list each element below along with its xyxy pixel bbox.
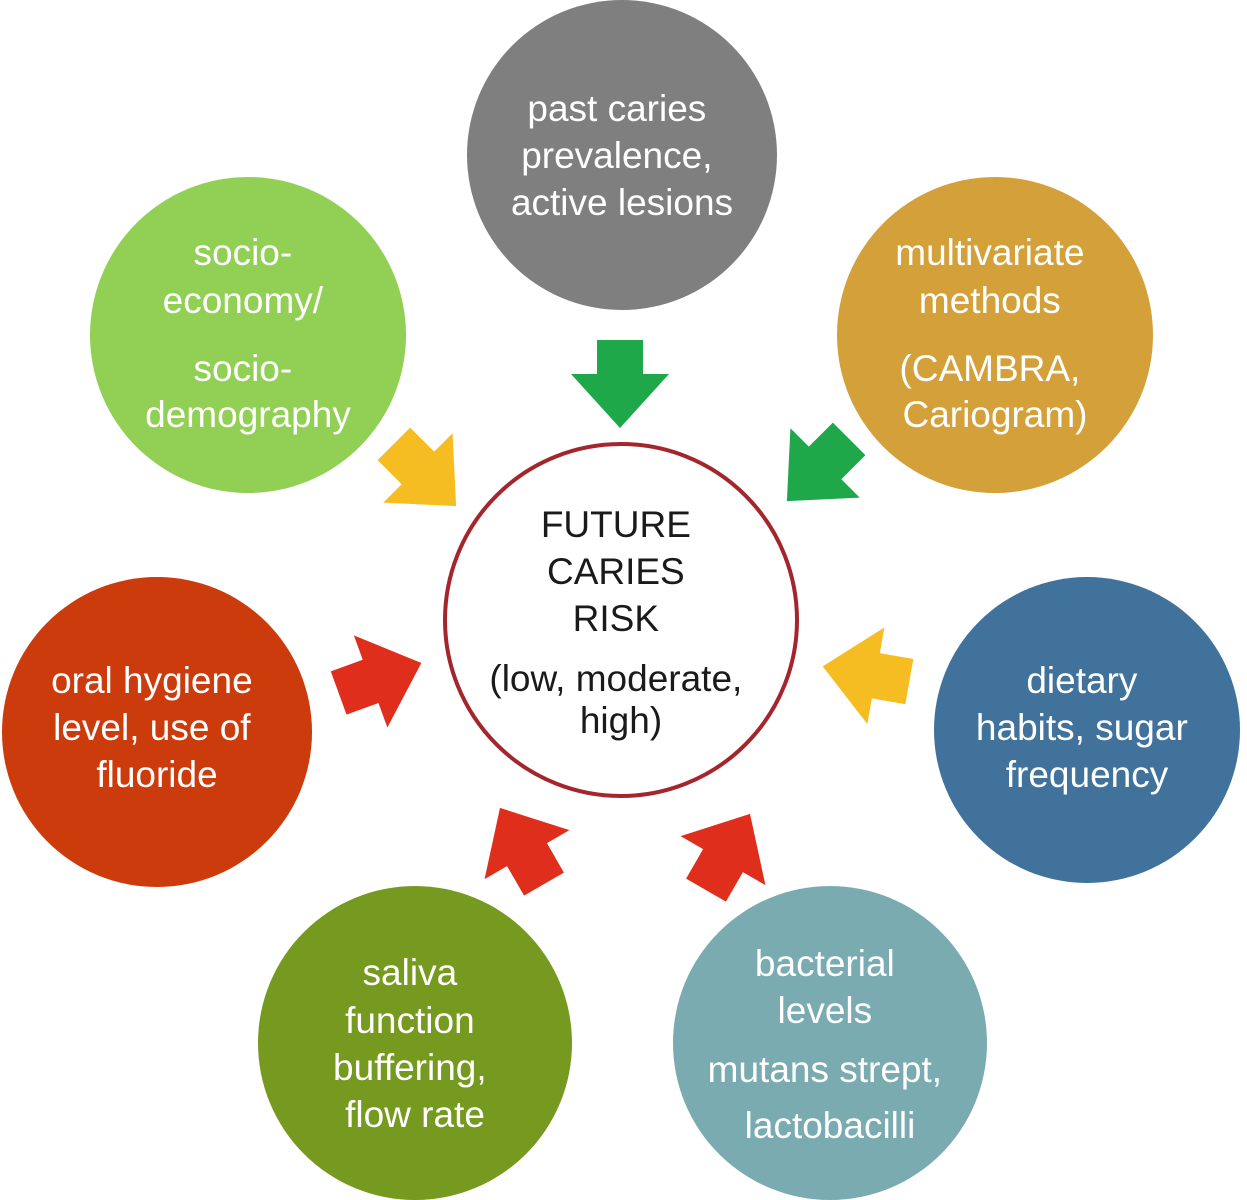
center-label: FUTURE CARIES RISK (low, moderate, high) <box>489 504 752 741</box>
arrow-from-multivariate <box>786 422 866 502</box>
factor-bacterial: bacterial levels mutans strept, lactobac… <box>673 886 987 1200</box>
factor-circle <box>934 577 1240 883</box>
factor-label: past caries prevalence, active lesions <box>511 88 733 223</box>
arrow-from-dietary <box>822 627 914 724</box>
center-circle <box>443 442 799 798</box>
factor-circle <box>673 886 987 1200</box>
factor-saliva: saliva function buffering, flow rate <box>258 886 572 1200</box>
arrow-from-bacterial <box>680 813 766 902</box>
factor-label: saliva function buffering, flow rate <box>333 952 497 1135</box>
arrow-from-socio <box>377 427 457 507</box>
factor-label: socio- economy/ socio- demography <box>145 232 351 435</box>
factor-circle <box>467 0 777 310</box>
factor-label: multivariate methods (CAMBRA, Cariogram) <box>895 232 1094 435</box>
factor-circle <box>2 577 312 887</box>
factor-socio: socio- economy/ socio- demography <box>90 177 406 493</box>
factor-past-caries: past caries prevalence, active lesions <box>467 0 777 310</box>
factor-circle <box>258 886 572 1200</box>
factor-label: oral hygiene level, use of fluoride <box>51 660 263 795</box>
factor-label: bacterial levels mutans strept, lactobac… <box>708 943 953 1146</box>
factor-circle <box>837 177 1153 493</box>
arrow-from-oral-hygiene <box>330 635 422 728</box>
factor-dietary: dietary habits, sugar frequency <box>934 577 1240 883</box>
arrow-from-saliva <box>484 807 570 896</box>
factor-circle <box>90 177 406 493</box>
factor-oral-hygiene: oral hygiene level, use of fluoride <box>2 577 312 887</box>
arrow-from-past-caries <box>571 340 669 428</box>
center-node: FUTURE CARIES RISK (low, moderate, high) <box>443 442 799 798</box>
factor-label: dietary habits, sugar frequency <box>976 660 1198 795</box>
factor-multivariate: multivariate methods (CAMBRA, Cariogram) <box>837 177 1153 493</box>
